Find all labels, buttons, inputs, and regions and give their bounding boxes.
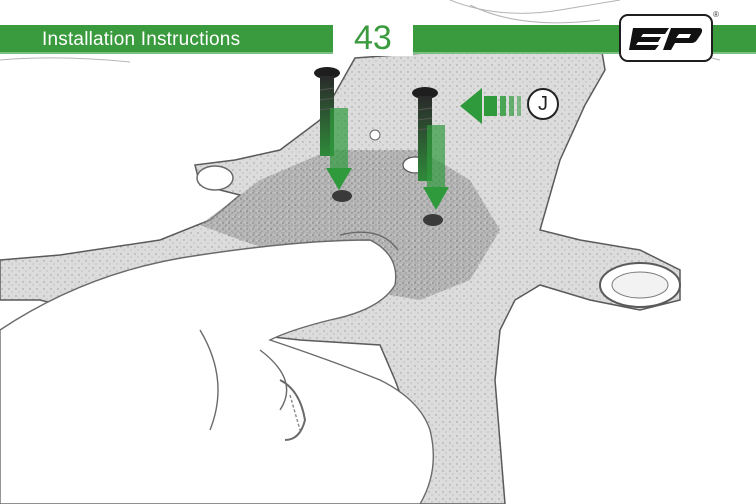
callout-label-j: J bbox=[527, 88, 559, 120]
mounting-ring-left bbox=[197, 166, 233, 190]
screw-hole-right bbox=[423, 214, 443, 226]
registered-mark: ® bbox=[713, 10, 719, 19]
callout-letter: J bbox=[529, 90, 557, 118]
page-number: 43 bbox=[354, 20, 392, 56]
logo-mark-icon bbox=[629, 24, 703, 52]
screw-hole-left bbox=[332, 190, 352, 202]
page-title: Installation Instructions bbox=[42, 29, 240, 51]
ep-logo bbox=[619, 14, 713, 62]
